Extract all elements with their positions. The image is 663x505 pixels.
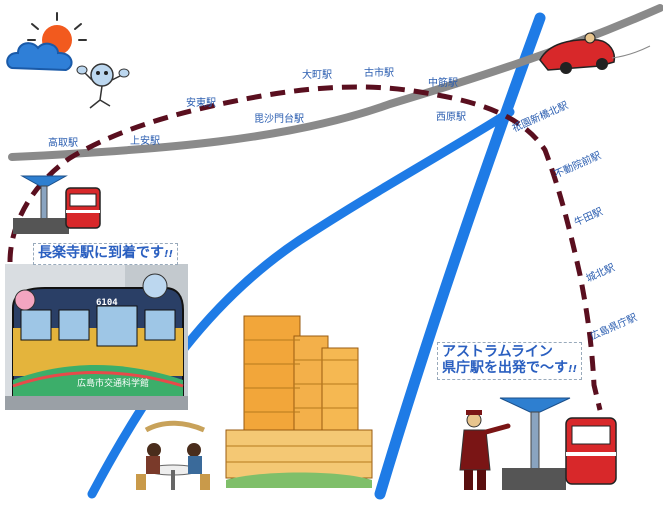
departure-mark: !!	[568, 364, 578, 375]
arrival-mark: !!	[164, 249, 174, 260]
station-label-takatori: 高取駅	[48, 136, 78, 149]
station-icon	[499, 397, 571, 490]
station-label-nishihara: 西原駅	[436, 111, 466, 123]
arrival-caption: 長楽寺駅に到着です!!	[33, 243, 179, 265]
departure-line1: アストラムライン	[442, 344, 553, 360]
building-icon	[225, 315, 373, 488]
station-label-yasuhigashi: 安東駅	[186, 96, 216, 109]
station-label-nakasuji: 中筋駅	[428, 76, 458, 89]
station-label-ushita: 牛田駅	[572, 205, 605, 229]
river-straight	[374, 12, 546, 500]
cafe-icon	[136, 420, 210, 490]
station-label-kamiyasu: 上安駅	[130, 134, 160, 147]
mascot-icon	[76, 63, 130, 109]
arrival-text: 長楽寺駅に到着です	[38, 245, 164, 261]
train-icon	[565, 417, 617, 485]
tram-side-text: 広島市交通科学館	[77, 379, 150, 389]
tram-photo: 6104 広島市交通科学館	[5, 264, 188, 410]
station-label-omachi: 大町駅	[302, 68, 332, 81]
station-icon	[13, 175, 69, 234]
astram-route	[7, 84, 603, 411]
tram-number: 6104	[96, 298, 118, 308]
train-icon	[65, 187, 101, 229]
conductor-icon	[459, 410, 511, 490]
car-icon	[539, 32, 651, 74]
sun-cloud-icon	[6, 12, 87, 72]
station-label-fudoinmae: 不動院前駅	[552, 149, 603, 181]
station-label-johoku: 城北駅	[584, 262, 616, 285]
station-label-kenchomae: 広島県庁駅	[588, 311, 639, 343]
tram-illustration	[5, 264, 188, 410]
departure-line2: 県庁駅を出発で～す	[442, 360, 568, 376]
station-label-gionshinbashikita: 祇園新橋北駅	[510, 98, 570, 134]
departure-caption: アストラムライン 県庁駅を出発で～す!!	[437, 342, 583, 380]
station-label-bishamondai: 毘沙門台駅	[254, 112, 304, 125]
station-label-furuichi: 古市駅	[364, 66, 394, 79]
